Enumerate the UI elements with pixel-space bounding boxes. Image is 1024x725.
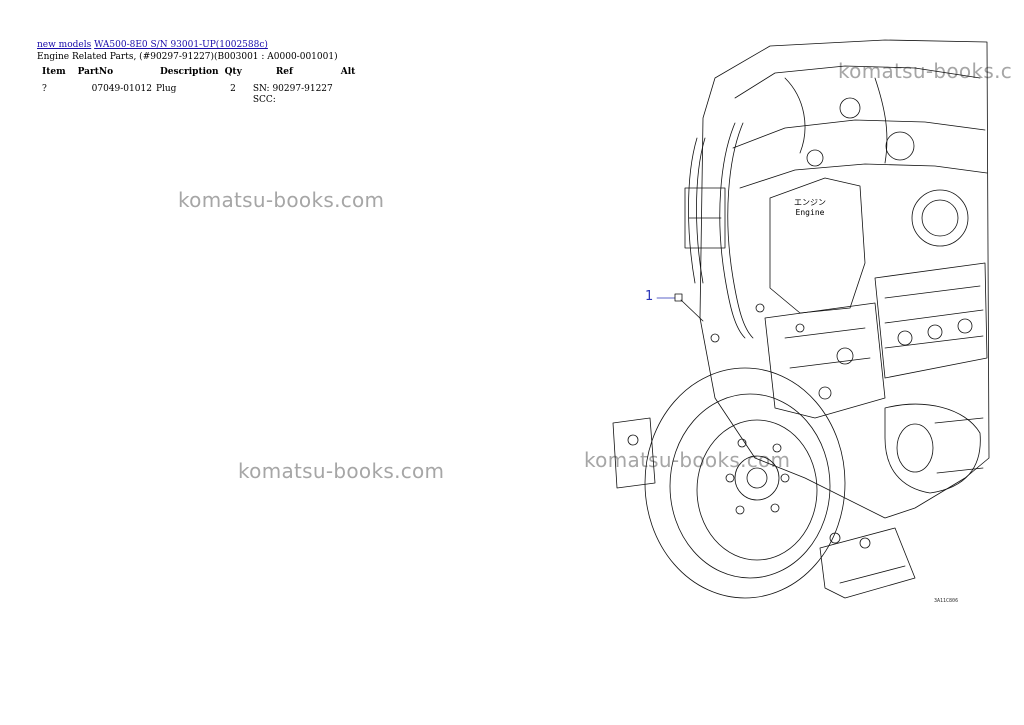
- page-subtitle: Engine Related Parts, (#90297-91227)(B00…: [37, 52, 338, 62]
- cell-description: Plug: [155, 84, 177, 94]
- cell-alt: [335, 83, 362, 107]
- parts-table: Item PartNo Description Qty Ref Alt ? 07…: [36, 66, 361, 107]
- cell-partno: 07049-01012: [91, 84, 152, 94]
- cell-qty: 2: [230, 84, 236, 94]
- engine-parts-diagram: [612, 39, 990, 599]
- ref-scc: SCC:: [252, 95, 276, 105]
- col-header-alt: Alt: [340, 67, 356, 77]
- engine-label: エンジン Engine: [794, 198, 826, 218]
- cell-item: ?: [42, 84, 47, 94]
- watermark: komatsu-books.c: [838, 59, 1013, 83]
- drawing-code: 3A11C806: [934, 598, 959, 604]
- watermark: komatsu-books.com: [238, 459, 445, 483]
- breadcrumb: new models WA500-8E0 S/N 93001-UP(100258…: [37, 40, 268, 50]
- callout-number: 1: [645, 289, 654, 304]
- table-header-row: Item PartNo Description Qty Ref Alt: [36, 66, 361, 83]
- col-header-partno: PartNo: [77, 67, 114, 77]
- cell-ref: SN: 90297-91227 SCC:: [248, 83, 335, 107]
- engine-label-jp: エンジン: [794, 198, 826, 207]
- col-header-ref: Ref: [275, 67, 293, 77]
- table-row: ? 07049-01012 Plug 2 SN: 90297-91227 SCC…: [36, 83, 361, 107]
- engine-label-en: Engine: [795, 208, 825, 217]
- watermark: komatsu-books.com: [178, 188, 385, 212]
- breadcrumb-link-model[interactable]: WA500-8E0 S/N 93001-UP(1002588c): [94, 40, 268, 50]
- col-header-description: Description: [159, 67, 219, 77]
- col-header-item: Item: [42, 67, 66, 77]
- breadcrumb-link-new-models[interactable]: new models: [37, 40, 92, 50]
- col-header-qty: Qty: [224, 67, 242, 77]
- ref-serial: SN: 90297-91227: [252, 84, 333, 94]
